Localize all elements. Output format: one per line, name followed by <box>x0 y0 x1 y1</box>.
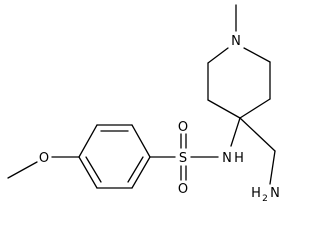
sulfonyl-oxygen-top-label: O <box>178 120 188 135</box>
bond-ring-right-lower <box>239 98 271 119</box>
amine-subscript-label: 2 <box>262 194 268 204</box>
sulfonamide-hydrogen-label: H <box>234 151 244 166</box>
amine-nitrogen-label: N <box>270 186 280 201</box>
bond-ring-n-left <box>207 47 229 64</box>
amine-hydrogen-label: H <box>251 186 261 201</box>
sulfonamide-nitrogen-label: N <box>222 151 232 166</box>
bond-benz-3 <box>78 124 98 158</box>
bond-benz-inner-2 <box>85 156 102 183</box>
structure-canvas: N N H S O O O H 2 N <box>7 4 280 204</box>
bond-benz-1 <box>131 124 151 158</box>
bond-c-nh <box>230 117 241 147</box>
sulfur-label: S <box>179 151 187 166</box>
sulfonyl-oxygen-bottom-label: O <box>178 182 188 197</box>
bond-ch2 <box>239 117 276 152</box>
bond-benz-4 <box>78 156 98 189</box>
molecule-structure: N N H S O O O H 2 N <box>7 4 280 204</box>
bond-ring-left-lower <box>207 99 241 119</box>
ring-nitrogen-label: N <box>231 34 241 49</box>
bond-benz-inner-3 <box>127 156 144 183</box>
methoxy-oxygen-label: O <box>39 151 49 166</box>
bond-o-methyl <box>7 161 38 179</box>
bond-benz-6 <box>131 156 151 189</box>
bond-ch2-n <box>269 150 276 185</box>
bond-ring-n-right <box>243 47 271 63</box>
